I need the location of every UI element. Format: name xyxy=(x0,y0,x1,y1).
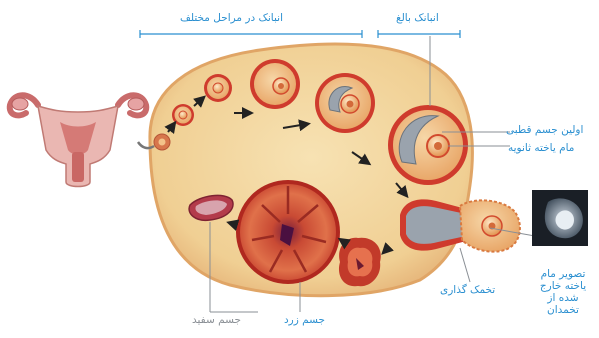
secondary-oocyte-label: مام یاخته ثانویه xyxy=(508,142,574,154)
uterus-illustration xyxy=(10,95,147,186)
follicle-stage-2 xyxy=(172,104,194,126)
stages-bracket xyxy=(140,30,362,38)
corpus-albicans-label: جسم سفید xyxy=(192,314,241,326)
oocyte-photo xyxy=(532,190,588,246)
corpus-luteum xyxy=(238,182,338,282)
follicle-stage-3 xyxy=(204,74,232,102)
mature-follicle-label: انبانک بالغ xyxy=(396,12,439,24)
oocyte-photo-label: تصویر مام یاخته خارج شده از تخمدان xyxy=(530,268,596,316)
mature-follicle xyxy=(388,105,468,185)
stages-label: انبانک در مراحل مختلف xyxy=(180,12,283,24)
follicle-stage-4 xyxy=(250,59,300,109)
ovulation-label: تخمک گذاری xyxy=(440,284,495,296)
corpus-luteum-label: جسم زرد xyxy=(284,314,325,326)
follicle-stage-5 xyxy=(315,73,375,133)
follicle-stage-1 xyxy=(154,134,170,150)
mature-bracket xyxy=(378,30,460,38)
first-polar-body-label: اولین جسم قطبی xyxy=(506,124,583,136)
early-corpus-luteum xyxy=(339,238,381,286)
